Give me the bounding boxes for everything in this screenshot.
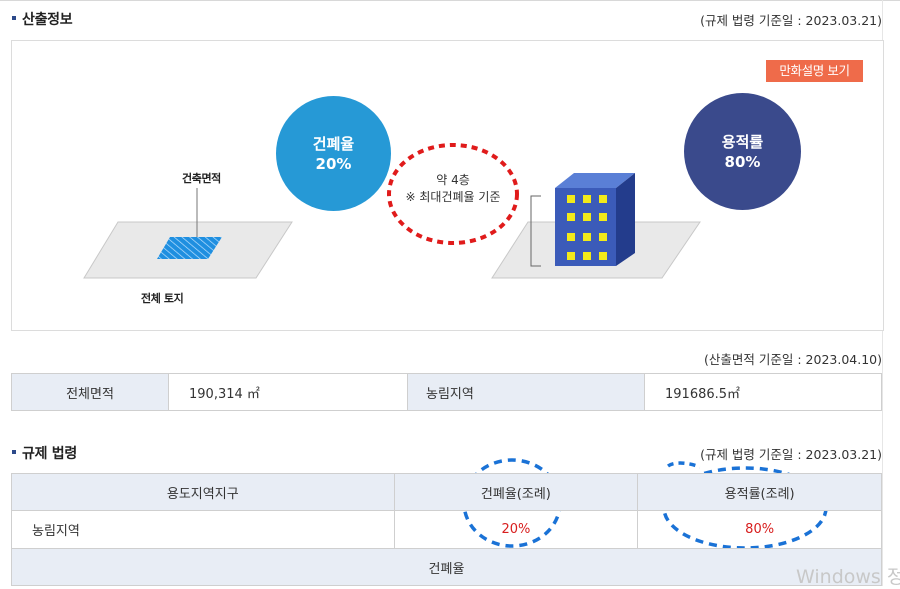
comic-explanation-button[interactable]: 만화설명 보기 (766, 60, 863, 82)
section-title-text: 산출정보 (22, 12, 73, 28)
table-row: 전체면적 190,314 ㎡ 농림지역 191686.5㎡ (11, 373, 882, 411)
bcr-cell: 20% (393, 510, 639, 549)
windows-activation-watermark: Windows 정 (796, 566, 900, 588)
regulation-table: 용도지역지구 건폐율(조례) 용적률(조례) 농림지역 20% 80% 건폐율 (11, 473, 882, 586)
far-annotation-tail (666, 461, 701, 469)
zone-column-header: 용도지역지구 (11, 473, 395, 511)
floors-note-line1: 약 4층 (436, 173, 470, 187)
regulation-law-ref-date: (규제 법령 기준일 : 2023.03.21) (700, 447, 882, 462)
floors-note: 약 4층 ※ 최대건폐율 기준 (387, 137, 519, 241)
zone-cell: 농림지역 (11, 510, 395, 549)
bcr-circle-value: 20% (315, 154, 352, 173)
zone-area-header: 농림지역 (407, 373, 645, 411)
table-subheader-row: 건폐율 (11, 548, 882, 586)
far-circle-value: 80% (724, 152, 761, 171)
floors-note-line2: ※ 최대건폐율 기준 (405, 190, 501, 204)
top-border (0, 0, 900, 1)
section-title-text: 규제 법령 (22, 446, 77, 462)
area-table: 전체면적 190,314 ㎡ 농림지역 191686.5㎡ (11, 373, 882, 411)
bcr-subheader: 건폐율 (11, 548, 882, 586)
table-header-row: 용도지역지구 건폐율(조례) 용적률(조례) (11, 473, 882, 511)
regulation-ref-date: (규제 법령 기준일 : 2023.03.21) (700, 13, 882, 28)
bcr-column-header: 건폐율(조례) (393, 473, 639, 511)
far-cell: 80% (637, 510, 882, 549)
section-title-regulation: 규제 법령 (12, 443, 77, 463)
far-circle: 용적률 80% (684, 93, 801, 210)
total-area-value: 190,314 ㎡ (168, 373, 408, 411)
far-column-header: 용적률(조례) (637, 473, 882, 511)
bullet-icon (12, 16, 16, 20)
building-area-label: 건축면적 (182, 172, 221, 185)
total-area-header: 전체면적 (11, 373, 169, 411)
far-circle-label: 용적률 (721, 132, 764, 151)
total-land-label: 전체 토지 (141, 292, 184, 305)
table-row: 농림지역 20% 80% (11, 510, 882, 549)
bcr-circle-label: 건폐율 (312, 134, 355, 153)
section-title-calc-info: 산출정보 (12, 9, 73, 29)
bcr-circle: 건폐율 20% (276, 96, 391, 211)
area-ref-date: (산출면적 기준일 : 2023.04.10) (704, 352, 882, 367)
zone-area-value: 191686.5㎡ (644, 373, 882, 411)
bullet-icon (12, 450, 16, 454)
